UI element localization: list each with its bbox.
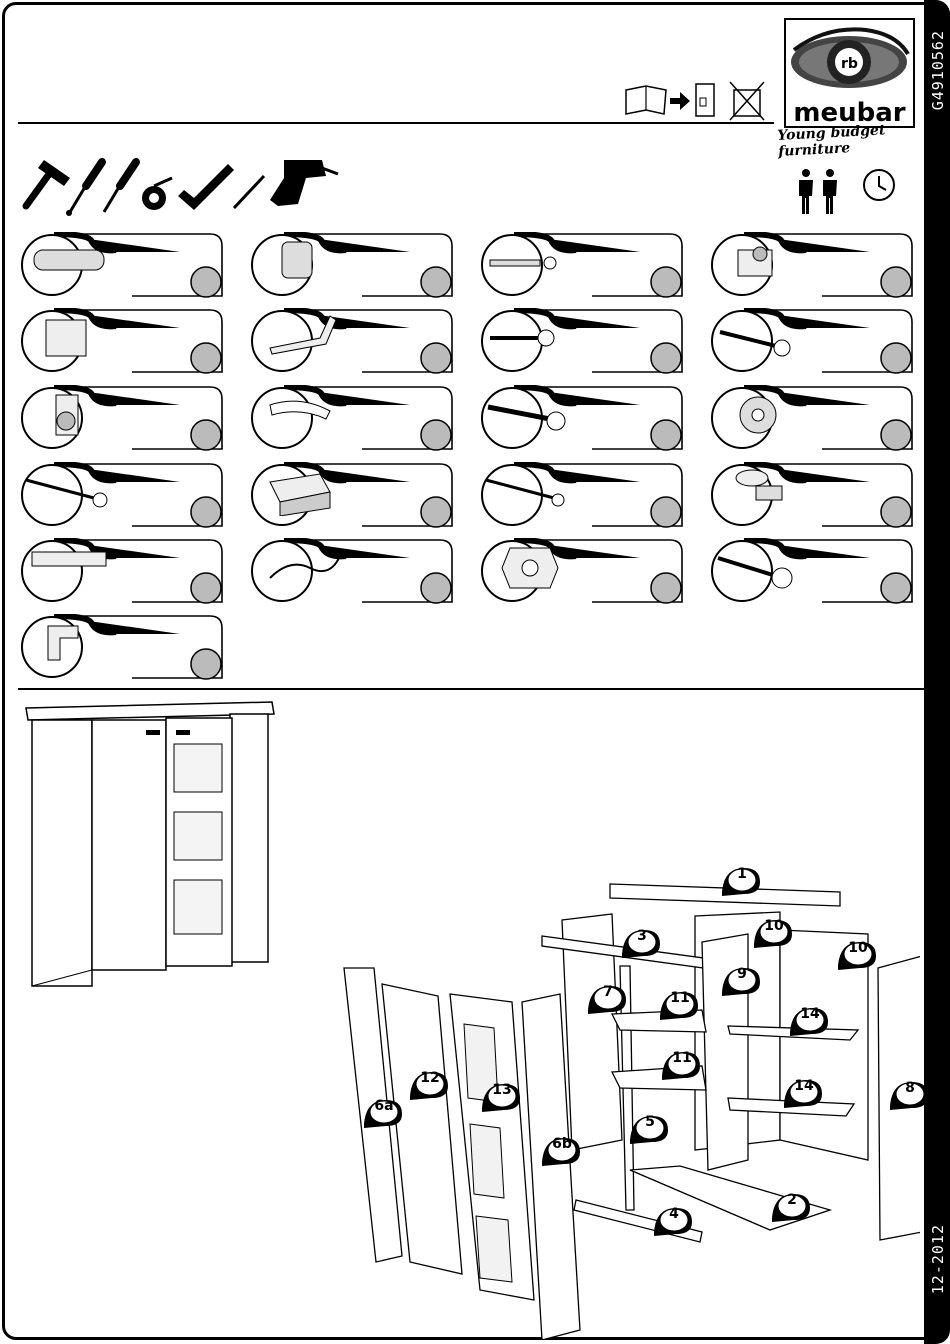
section-divider: [18, 688, 930, 690]
part-card: [20, 232, 224, 298]
part-card: [250, 308, 454, 374]
cabinet-connector-icon: [710, 232, 810, 286]
hinge-plate-icon: [20, 308, 120, 362]
glass-shelf-clip-icon: [20, 614, 120, 668]
hammer-icon: [26, 160, 70, 206]
panel-label: 3: [620, 926, 664, 962]
wall-bracket-icon: [20, 385, 120, 439]
panel-label: 4: [652, 1204, 696, 1240]
panel-label-text: 10: [844, 940, 872, 956]
header-divider: [18, 122, 774, 124]
part-card: [250, 462, 454, 528]
mounting-plate-icon: [480, 538, 580, 592]
part-card: [20, 538, 224, 604]
panel-label: 11: [660, 1048, 704, 1084]
panel-label: 2: [770, 1190, 814, 1226]
door-handle-icon: [250, 385, 350, 439]
panel-label-text: 11: [666, 990, 694, 1006]
panel-label-text: 11: [668, 1050, 696, 1066]
panel-label-text: 3: [628, 928, 656, 944]
panel-label-text: 6b: [548, 1136, 576, 1152]
panel-label: 9: [720, 964, 764, 1000]
panel-label-text: 1: [728, 866, 756, 882]
side-band: G4910562 12-2012: [924, 0, 950, 1344]
panel-label-text: 12: [416, 1070, 444, 1086]
led-light-bar-icon: [20, 538, 120, 592]
shelf-support-icon: [710, 462, 810, 516]
tools-row: [22, 156, 352, 216]
part-card: [480, 308, 684, 374]
part-card: [250, 538, 454, 604]
eye-logo-icon: rb: [786, 20, 913, 100]
panel-label: 5: [628, 1112, 672, 1148]
clock-icon: [862, 168, 896, 202]
part-card: [20, 385, 224, 451]
part-card: [480, 462, 684, 528]
panel-label: 7: [586, 982, 630, 1018]
cam-lock-icon: [250, 232, 350, 286]
panel-label: 8: [888, 1078, 932, 1114]
part-card: [250, 232, 454, 298]
part-card: [20, 614, 224, 680]
part-card: [710, 385, 914, 451]
assembled-cabinet-illustration: [22, 700, 278, 990]
panel-label-text: 2: [778, 1192, 806, 1208]
part-card: [710, 308, 914, 374]
date-code: 12-2012: [929, 1224, 947, 1294]
two-person-icon: [796, 168, 842, 216]
power-cable-icon: [250, 538, 350, 592]
countersunk-screw-icon: [710, 538, 810, 592]
panel-label-text: 5: [636, 1114, 664, 1130]
product-code: G4910562: [929, 30, 947, 110]
part-card: [250, 385, 454, 451]
screwdriver-flat-icon: [104, 162, 136, 212]
panel-label: 1: [720, 864, 764, 900]
drywall-screw-icon: [480, 308, 580, 362]
panel-label: 13: [480, 1080, 524, 1116]
panel-label-text: 6a: [370, 1098, 398, 1114]
panel-label-text: 13: [488, 1082, 516, 1098]
panel-label: 6b: [540, 1134, 584, 1170]
part-card: [480, 385, 684, 451]
power-drill-icon: [270, 160, 338, 206]
logo-mark: rb: [841, 56, 858, 72]
wood-screw-icon: [710, 308, 810, 362]
pencil-icon: [234, 176, 264, 208]
panel-label-text: 14: [790, 1078, 818, 1094]
tape-measure-icon: [142, 178, 172, 210]
felt-pads-icon: [710, 385, 810, 439]
panel-label: 14: [782, 1076, 826, 1112]
panel-label: 10: [752, 916, 796, 952]
part-card: [480, 232, 684, 298]
concealed-hinge-icon: [250, 308, 350, 362]
panel-label-text: 14: [796, 1006, 824, 1022]
part-card: [710, 232, 914, 298]
panel-label-text: 8: [896, 1080, 924, 1096]
panel-label-text: 10: [760, 918, 788, 934]
brand-logo: rb meubar: [784, 18, 915, 128]
panel-label: 6a: [362, 1096, 406, 1132]
set-square-icon: [178, 164, 234, 210]
part-card: [710, 462, 914, 528]
part-card: [20, 308, 224, 374]
panel-label: 14: [788, 1004, 832, 1040]
panel-label-text: 9: [728, 966, 756, 982]
screwdriver-plus-icon: [66, 162, 102, 216]
panel-label: 10: [836, 938, 880, 974]
panel-label: 11: [658, 988, 702, 1024]
panel-label-text: 4: [660, 1206, 688, 1222]
part-card: [710, 538, 914, 604]
box-icon: [250, 462, 350, 516]
long-bolt-icon: [20, 462, 120, 516]
part-card: [20, 462, 224, 528]
long-screw-icon: [480, 385, 580, 439]
keep-instructions-icon: [624, 80, 774, 122]
part-card: [480, 538, 684, 604]
panel-label-text: 7: [594, 984, 622, 1000]
panel-label: 12: [408, 1068, 452, 1104]
wooden-dowel-icon: [20, 232, 120, 286]
cam-bolt-icon: [480, 232, 580, 286]
long-wood-screw-icon: [480, 462, 580, 516]
